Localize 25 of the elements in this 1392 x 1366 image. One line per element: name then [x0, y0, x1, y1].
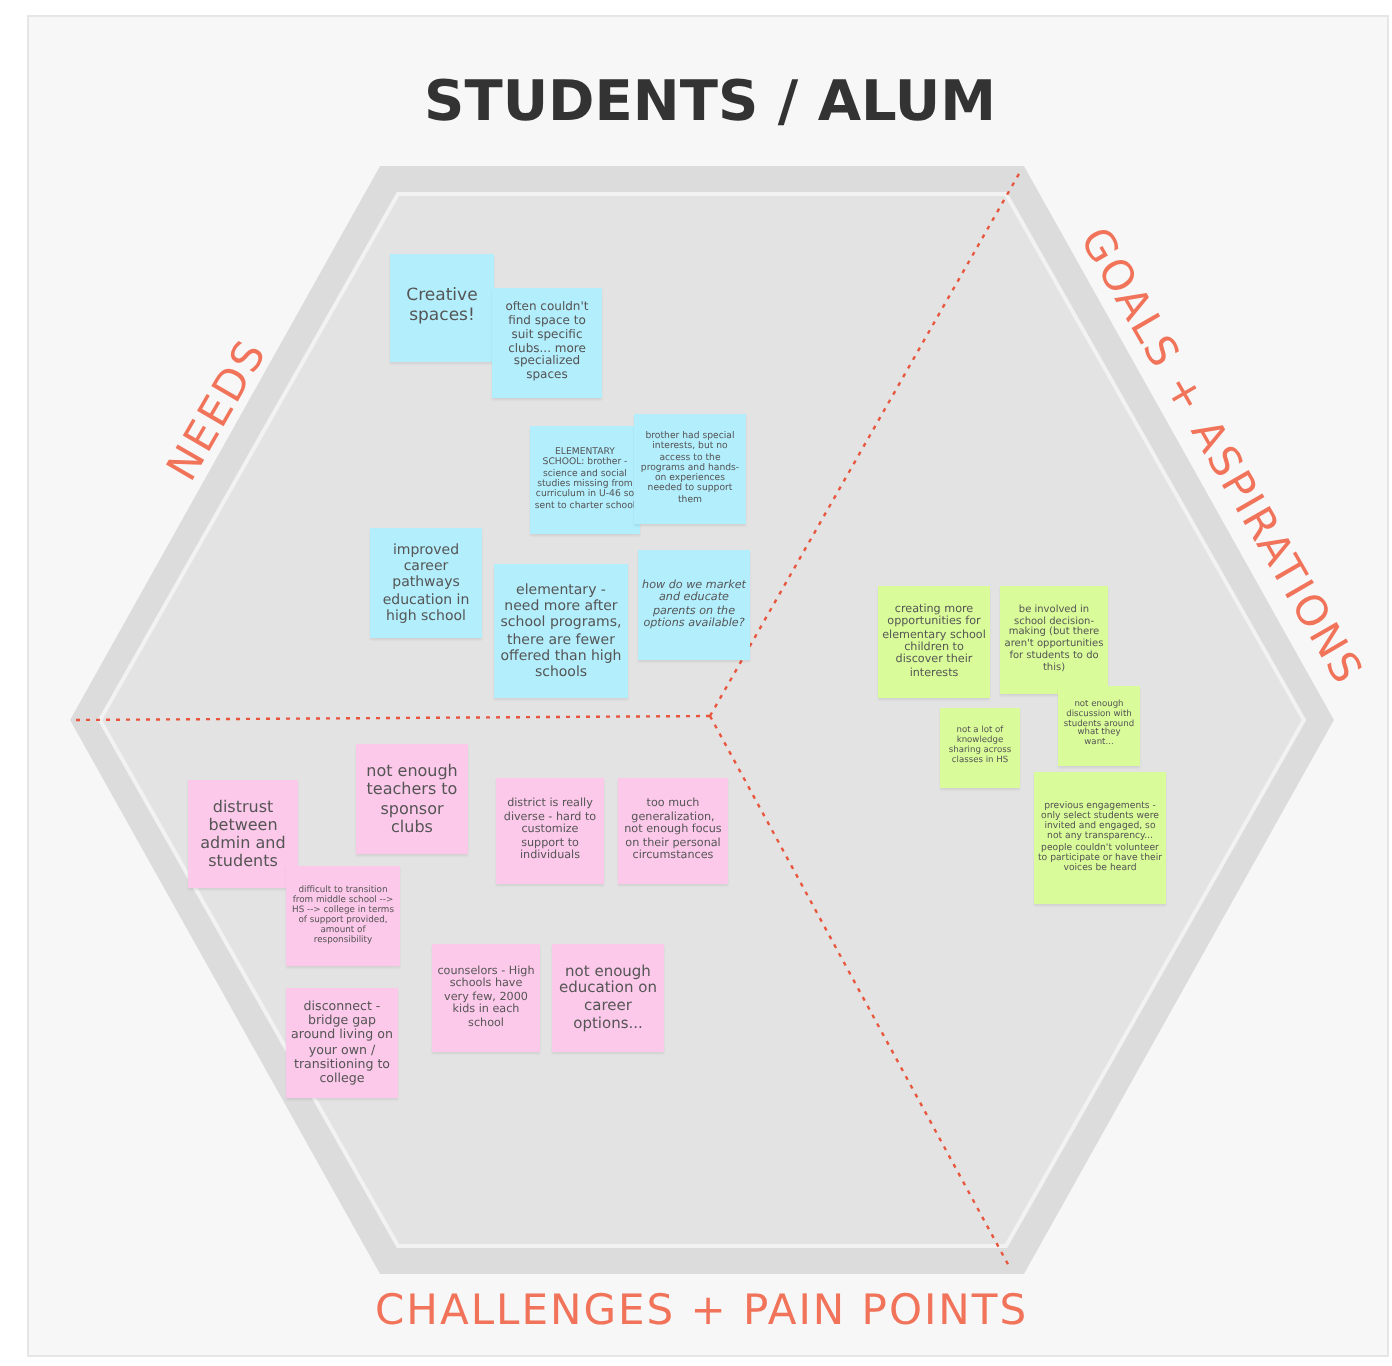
- sticky-note: [878, 586, 990, 698]
- sticky-note: [940, 708, 1020, 788]
- sticky-note: [618, 778, 728, 884]
- sticky-note: [552, 944, 664, 1052]
- sticky-note: [390, 254, 494, 362]
- sticky-note: [188, 780, 298, 888]
- note-text: Creative spaces!: [404, 288, 480, 328]
- sticky-note: [286, 988, 398, 1098]
- sticky-note: [638, 550, 750, 660]
- sticky-note: [494, 564, 628, 698]
- sticky-note: [492, 288, 602, 398]
- note-text: not enough teachers to sponsor clubs: [364, 762, 460, 836]
- sticky-note: [1058, 686, 1140, 766]
- sticky-note: [356, 744, 468, 854]
- sticky-note: [496, 778, 604, 884]
- sticky-note: [530, 426, 640, 534]
- sticky-note: [1034, 772, 1166, 904]
- sticky-note: [432, 944, 540, 1052]
- sticky-note: [1000, 586, 1108, 694]
- section-label: CHALLENGES + PAIN POINTS: [375, 1286, 1029, 1334]
- title: STUDENTS / ALUM: [422, 68, 998, 134]
- note-text: distrust between admin and students: [198, 797, 288, 871]
- sticky-note: [370, 528, 482, 638]
- sticky-note: [286, 866, 400, 966]
- sticky-note: [634, 414, 746, 524]
